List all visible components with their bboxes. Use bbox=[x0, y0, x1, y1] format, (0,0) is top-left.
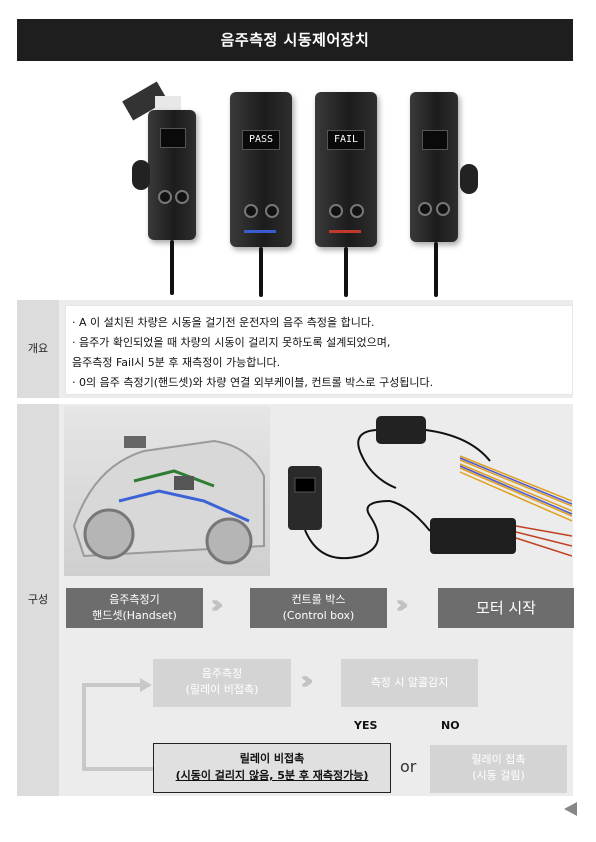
logic-result-yes-line1: 릴레이 비접촉 bbox=[239, 752, 305, 765]
flow-control-line2: (Control box) bbox=[282, 609, 355, 622]
device-body bbox=[315, 92, 377, 247]
device-knob bbox=[132, 160, 150, 190]
device-photo-fail: FAIL bbox=[315, 92, 385, 300]
device-button-icon bbox=[244, 204, 258, 218]
logic-result-no-line1: 릴레이 접촉 bbox=[471, 753, 526, 766]
device-knob bbox=[460, 164, 478, 194]
flow-motor-label: 모터 시작 bbox=[476, 599, 536, 617]
device-button-icon bbox=[350, 204, 364, 218]
flow-handset: 음주측정기 핸드셋(Handset) bbox=[66, 588, 203, 628]
flow-handset-line1: 음주측정기 bbox=[109, 593, 160, 606]
components-icon bbox=[288, 416, 572, 560]
flow-motor-start: 모터 시작 bbox=[438, 588, 574, 628]
logic-result-no-box: 릴레이 접촉 (시동 걸림) bbox=[430, 745, 567, 793]
chevron-right-icon: ››› bbox=[210, 590, 224, 620]
device-button-icon bbox=[418, 202, 432, 216]
logic-sensor-line1: 음주측정 bbox=[201, 667, 243, 680]
page-title: 음주측정 시동제어장치 bbox=[220, 31, 370, 49]
device-body bbox=[230, 92, 292, 247]
logic-result-no-line2: (시동 걸림) bbox=[472, 769, 525, 782]
device-button-icon bbox=[436, 202, 450, 216]
flow-handset-line2: 핸드셋(Handset) bbox=[92, 609, 177, 622]
logic-detect-box: 측정 시 알콜감지 bbox=[341, 659, 478, 707]
car-outline-icon bbox=[72, 436, 265, 565]
overview-line-1: · A 이 설치된 차량은 시동을 걸기전 운전자의 음주 측정을 합니다. bbox=[72, 316, 375, 329]
flow-control-line1: 컨트롤 박스 bbox=[291, 593, 346, 606]
overview-line-3: 음주측정 Fail시 5분 후 재측정이 가능합니다. bbox=[72, 356, 281, 369]
device-cable bbox=[170, 240, 174, 295]
device-button-icon bbox=[329, 204, 343, 218]
device-button-icon bbox=[265, 204, 279, 218]
device-photo-side bbox=[410, 92, 490, 300]
logic-or-label: or bbox=[400, 757, 417, 776]
composition-label: 구성 bbox=[17, 404, 59, 796]
logic-loop-line bbox=[82, 683, 142, 687]
device-photo-strip: PASS FAIL bbox=[110, 80, 510, 300]
logic-result-yes-box: 릴레이 비접촉 (시동이 걸리지 않음, 5분 후 재측정가능) bbox=[153, 743, 391, 793]
pass-led bbox=[244, 230, 276, 233]
device-cable bbox=[344, 247, 348, 297]
chevron-right-icon: ››› bbox=[395, 590, 409, 620]
overview-line-4: · 0의 음주 측정기(핸드셋)와 차량 연결 외부케이블, 컨트롤 박스로 구… bbox=[72, 376, 434, 389]
overview-label: 개요 bbox=[17, 300, 59, 398]
logic-loop-line bbox=[82, 683, 86, 771]
arrow-right-icon bbox=[140, 678, 152, 692]
page-header: 음주측정 시동제어장치 bbox=[17, 19, 573, 61]
logic-sensor-box: 음주측정 (릴레이 비접촉) bbox=[153, 659, 291, 707]
logic-sensor-line2: (릴레이 비접촉) bbox=[185, 683, 259, 696]
device-screen-pass: PASS bbox=[242, 130, 280, 150]
logic-no-label: NO bbox=[441, 719, 460, 732]
flow-control-box: 컨트롤 박스 (Control box) bbox=[250, 588, 387, 628]
logic-yes-label: YES bbox=[354, 719, 378, 732]
device-body bbox=[410, 92, 458, 242]
device-button-icon bbox=[158, 190, 172, 204]
components-image bbox=[280, 406, 572, 576]
device-photo-pass: PASS bbox=[230, 92, 300, 300]
device-screen bbox=[422, 130, 448, 150]
page-prev-icon[interactable] bbox=[564, 802, 577, 816]
car-wiring-image bbox=[64, 406, 270, 576]
chevron-right-icon: ››› bbox=[300, 666, 314, 696]
device-cable bbox=[434, 242, 438, 297]
overview-box: · A 이 설치된 차량은 시동을 걸기전 운전자의 음주 측정을 합니다. ·… bbox=[66, 306, 572, 394]
overview-line-2: · 음주가 확인되었을 때 차량의 시동이 걸리지 못하도록 설계되었으며, bbox=[72, 336, 391, 349]
device-screen bbox=[160, 128, 186, 148]
fail-led bbox=[329, 230, 361, 233]
device-cable bbox=[259, 247, 263, 297]
logic-loop-line bbox=[82, 767, 154, 771]
logic-result-yes-line2: (시동이 걸리지 않음, 5분 후 재측정가능) bbox=[175, 769, 369, 782]
device-photo-open bbox=[120, 80, 210, 300]
device-screen-fail: FAIL bbox=[327, 130, 365, 150]
device-button-icon bbox=[175, 190, 189, 204]
